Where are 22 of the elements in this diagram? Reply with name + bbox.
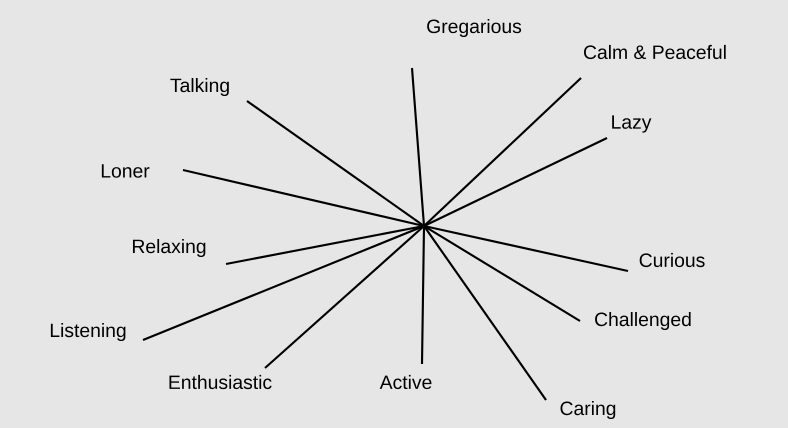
word-label: Gregarious [427, 18, 522, 38]
line [182, 168, 424, 228]
word-label: Talking [170, 78, 229, 96]
line [410, 68, 426, 226]
word-label: Relaxing [132, 239, 206, 258]
word-label: Enthusiastic [169, 374, 272, 390]
word-label: Lazy [612, 115, 652, 133]
line [424, 137, 608, 227]
word-label: Challenged [595, 312, 691, 330]
line [246, 100, 425, 227]
word-label: Loner [102, 164, 150, 178]
word-label: Caring [560, 401, 616, 420]
line [423, 225, 547, 401]
word-label: Listening [50, 323, 126, 342]
word-label: Calm & Peaceful [584, 44, 726, 60]
line [423, 225, 581, 322]
line [424, 224, 628, 272]
line [420, 226, 426, 364]
word-label: Curious [640, 252, 705, 268]
word-label: Active [380, 374, 432, 390]
line [264, 225, 425, 369]
line [423, 77, 582, 227]
